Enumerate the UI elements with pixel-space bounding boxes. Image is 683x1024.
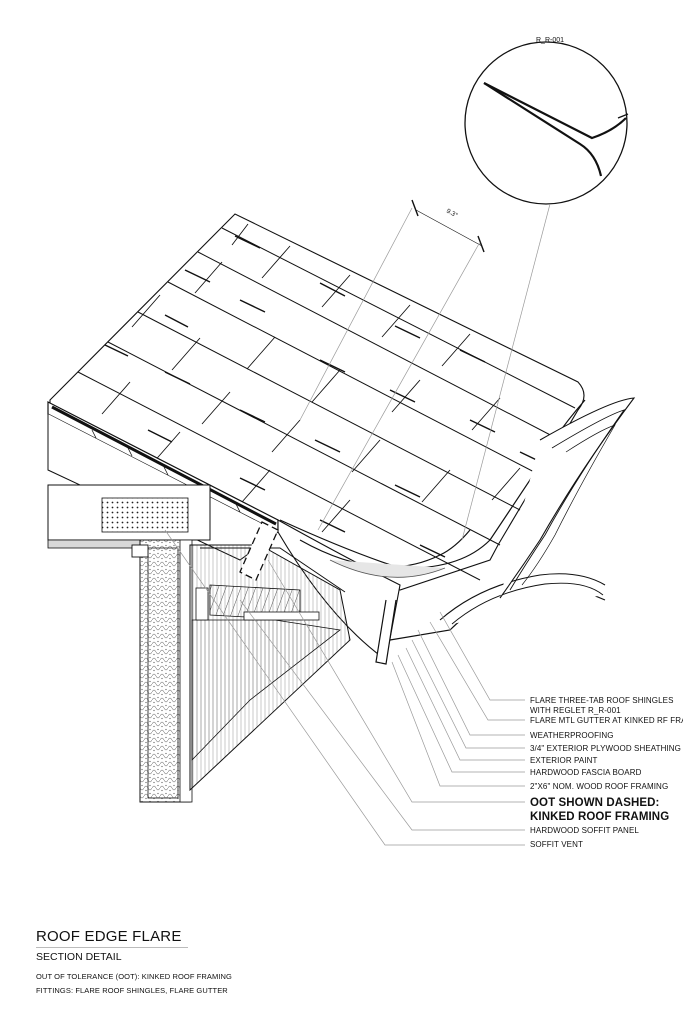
note-flare-gutter: FLARE MTL GUTTER AT KINKED RF FRAMING bbox=[530, 716, 683, 726]
note-weatherproofing: WEATHERPROOFING bbox=[530, 731, 614, 741]
note-oot-kinked-framing: OOT SHOWN DASHED: KINKED ROOF FRAMING bbox=[530, 796, 669, 824]
note-line: 2"X6" NOM. WOOD ROOF FRAMING bbox=[530, 782, 669, 791]
detail-callout bbox=[464, 41, 629, 205]
roof-shingles bbox=[49, 213, 586, 591]
note-exterior-paint: EXTERIOR PAINT bbox=[530, 756, 597, 766]
note-soffit-panel: HARDWOOD SOFFIT PANEL bbox=[530, 826, 639, 836]
note-line: 3/4" EXTERIOR PLYWOOD SHEATHING bbox=[530, 744, 682, 753]
note-line: SOFFIT VENT bbox=[530, 840, 583, 849]
note-line: FLARE THREE-TAB ROOF SHINGLES bbox=[530, 696, 674, 705]
callout-detail-label: R_R-001 bbox=[536, 37, 565, 44]
soffit-wall-section bbox=[47, 484, 351, 803]
note-line: HARDWOOD FASCIA BOARD bbox=[530, 768, 642, 777]
note-roof-framing: 2"X6" NOM. WOOD ROOF FRAMING bbox=[530, 782, 668, 792]
note-line: WEATHERPROOFING bbox=[530, 731, 614, 740]
note-soffit-vent: SOFFIT VENT bbox=[530, 840, 583, 850]
note-fascia-board: HARDWOOD FASCIA BOARD bbox=[530, 768, 641, 778]
note-plywood-sheathing: 3/4" EXTERIOR PLYWOOD SHEATHING bbox=[530, 744, 681, 754]
drawing-title: ROOF EDGE FLARE bbox=[36, 928, 182, 945]
note-line: EXTERIOR PAINT bbox=[530, 756, 598, 765]
drawing-subtitle: SECTION DETAIL bbox=[36, 951, 122, 963]
note-line: FLARE MTL GUTTER AT KINKED RF FRAMING bbox=[530, 716, 683, 725]
note-line: OOT SHOWN DASHED: bbox=[530, 797, 660, 809]
oot-dashed-framing bbox=[239, 521, 279, 581]
note-flare-shingles: FLARE THREE-TAB ROOF SHINGLES WITH REGLE… bbox=[530, 696, 674, 716]
note-line: KINKED ROOF FRAMING bbox=[530, 811, 670, 823]
meta-fittings: FITTINGS: FLARE ROOF SHINGLES, FLARE GUT… bbox=[36, 986, 228, 995]
meta-oot: OUT OF TOLERANCE (OOT): KINKED ROOF FRAM… bbox=[36, 972, 232, 981]
angle-dimension bbox=[411, 199, 485, 253]
leader-lines bbox=[164, 203, 551, 846]
soffit-vent bbox=[101, 497, 189, 533]
note-line: WITH REGLET R_R-001 bbox=[530, 706, 621, 715]
title-rule bbox=[36, 947, 188, 948]
note-line: HARDWOOD SOFFIT PANEL bbox=[530, 826, 639, 835]
